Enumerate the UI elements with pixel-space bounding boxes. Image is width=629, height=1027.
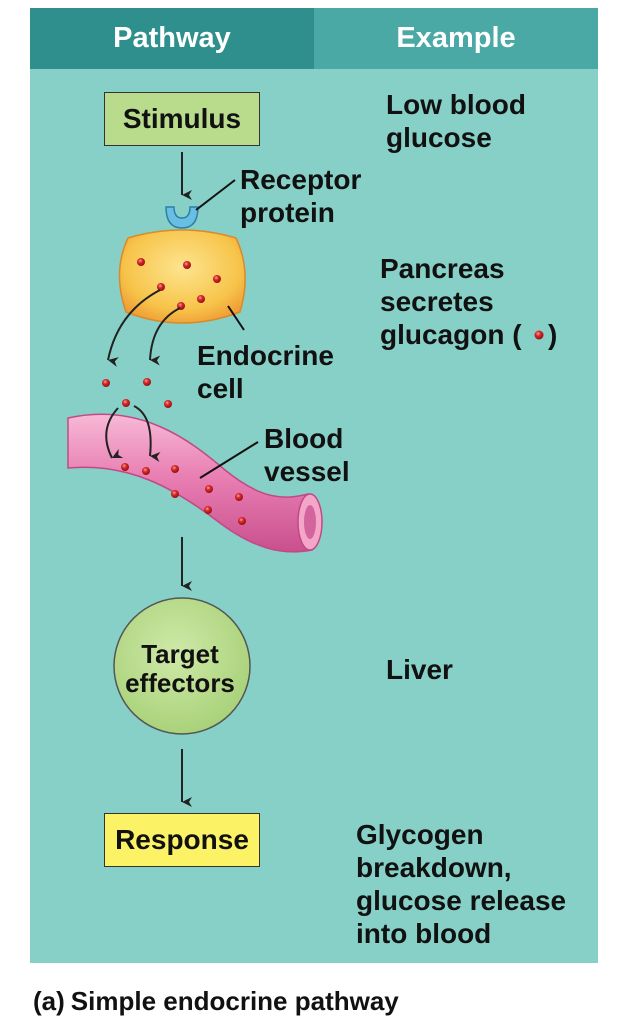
hormone-dots-free bbox=[102, 378, 172, 408]
example-endocrine-text: Pancreas secretes glucagon ( bbox=[380, 253, 522, 350]
receptor-protein-label: Receptor protein bbox=[240, 164, 362, 228]
secretion-arrow-left bbox=[107, 289, 161, 367]
blood-vessel-lumen bbox=[304, 505, 316, 539]
hormone-dots-in-vessel bbox=[121, 463, 246, 525]
response-box: Response bbox=[104, 813, 260, 867]
receptor-leader-line bbox=[195, 179, 236, 211]
blood-vessel-leader-line bbox=[199, 441, 259, 479]
target-effectors-label: Target effectors bbox=[125, 639, 235, 698]
entry-arrow-right bbox=[133, 405, 161, 462]
example-stimulus-text: Low blood glucose bbox=[386, 89, 526, 153]
endocrine-cell-icon bbox=[118, 229, 246, 324]
endocrine-cell-label: Endocrine cell bbox=[197, 340, 334, 404]
receptor-protein-icon bbox=[165, 206, 199, 229]
pathway-column-header: Pathway bbox=[30, 8, 314, 69]
endocrine-cell-leader-line bbox=[227, 305, 245, 331]
caption-letter: (a) bbox=[33, 986, 65, 1016]
example-target-text: Liver bbox=[386, 654, 453, 685]
example-column-header: Example bbox=[314, 8, 598, 69]
secretion-arrow-right bbox=[149, 307, 181, 366]
figure-caption: (a)Simple endocrine pathway bbox=[33, 986, 399, 1017]
glucagon-symbol-icon bbox=[534, 330, 544, 340]
table-header: Pathway Example bbox=[30, 8, 598, 69]
stimulus-box: Stimulus bbox=[104, 92, 260, 146]
figure-panel: Pathway Example bbox=[30, 8, 598, 963]
example-response-text: Glycogen breakdown, glucose release into… bbox=[356, 819, 567, 949]
entry-arrow-left bbox=[105, 407, 124, 459]
target-effectors-circle bbox=[113, 597, 251, 735]
blood-vessel-label: Blood vessel bbox=[264, 423, 350, 487]
caption-text: Simple endocrine pathway bbox=[70, 986, 399, 1016]
example-endocrine-close-paren: ) bbox=[548, 319, 558, 350]
